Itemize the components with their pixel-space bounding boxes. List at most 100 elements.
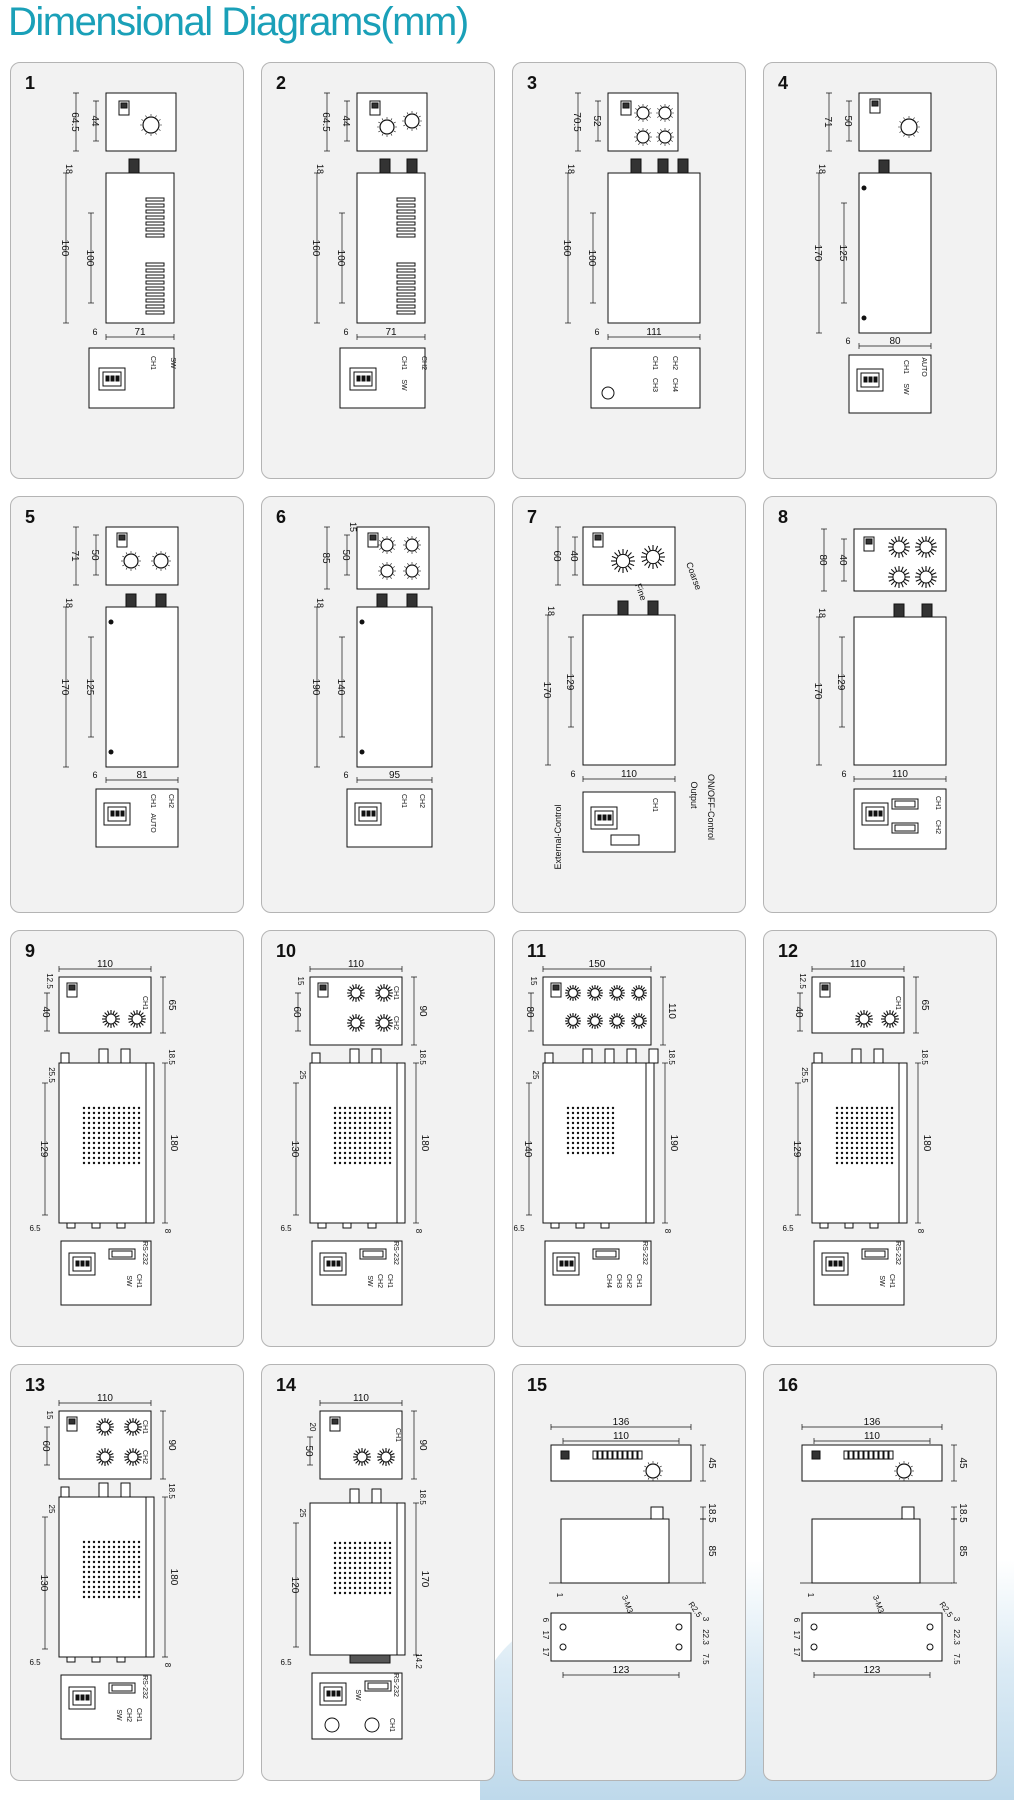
vent-hole: [132, 1590, 136, 1594]
vent-hole: [870, 1116, 874, 1120]
vent-hole: [92, 1565, 96, 1569]
dim-label: 120: [289, 1577, 300, 1594]
dim-line: [886, 1023, 889, 1028]
vent-hole: [850, 1161, 854, 1165]
mounting-hole-icon: [926, 1623, 934, 1631]
vent-hole: [840, 1116, 844, 1120]
vent-hole: [601, 1131, 605, 1135]
vent-hole: [102, 1126, 106, 1130]
vent-hole: [87, 1580, 91, 1584]
dim-line: [881, 1015, 886, 1018]
dim-line: [569, 1013, 572, 1018]
bnc-connector-icon: [617, 600, 629, 616]
dim-label: 12.5: [798, 973, 807, 989]
dim-line: [587, 1022, 592, 1025]
dim-line: [407, 576, 409, 579]
vent-hole: [127, 1550, 131, 1554]
vent-hole: [112, 1146, 116, 1150]
vent-hole: [333, 1591, 337, 1595]
vent-hole: [596, 1141, 600, 1145]
foot: [116, 1656, 126, 1663]
vent-hole: [865, 1121, 869, 1125]
vent-hole: [338, 1561, 342, 1565]
vent-hole: [363, 1591, 367, 1595]
dim-label: 95: [389, 770, 401, 781]
vent-hole: [137, 1560, 141, 1564]
vent-hole: [117, 1545, 121, 1549]
foot: [317, 1222, 327, 1229]
vent-hole: [373, 1571, 377, 1575]
dim-label: 6.5: [280, 1658, 292, 1667]
knob-icon: [105, 1013, 117, 1025]
dim-label: 50: [842, 115, 853, 127]
dim-label: 170: [419, 1571, 430, 1588]
vent-hole: [870, 1131, 874, 1135]
dim-label: 6.5: [782, 1224, 794, 1233]
vent-hole: [348, 1131, 352, 1135]
vent-hole: [338, 1571, 342, 1575]
vent-hole: [122, 1565, 126, 1569]
vent-hole: [132, 1141, 136, 1145]
vent-hole: [870, 1141, 874, 1145]
dim-line: [587, 994, 592, 997]
vent-hole: [82, 1575, 86, 1579]
vent-hole: [127, 1116, 131, 1120]
vent-hole: [82, 1550, 86, 1554]
vent-hole: [388, 1106, 392, 1110]
vent-hole: [880, 1136, 884, 1140]
vent-hole: [112, 1540, 116, 1544]
vent-hole: [363, 1566, 367, 1570]
dim-line: [418, 115, 421, 118]
dim-line: [647, 562, 651, 569]
dim-line: [380, 997, 383, 1002]
vent-hole: [97, 1570, 101, 1574]
power-switch-icon: [120, 102, 128, 109]
dim-line: [126, 1460, 130, 1464]
vent-hole: [137, 1146, 141, 1150]
vent-hole: [132, 1585, 136, 1589]
vent-hole: [132, 1136, 136, 1140]
dim-label: CH1: [135, 1274, 142, 1288]
vent-hole: [368, 1136, 372, 1140]
dim-line: [152, 555, 155, 558]
vent-hole: [107, 1595, 111, 1599]
vent-hole: [383, 1541, 387, 1545]
vent-hole: [117, 1136, 121, 1140]
dim-label: 8: [163, 1663, 172, 1668]
knob-icon: [634, 988, 644, 998]
dim-line: [108, 1450, 112, 1454]
dim-line: [644, 561, 649, 566]
dim-line: [618, 985, 621, 990]
dim-line: [915, 572, 921, 576]
knob-icon: [405, 538, 419, 552]
vent-hole: [576, 1141, 580, 1145]
vent-hole: [591, 1126, 595, 1130]
dim-line: [927, 536, 931, 542]
vent-hole: [581, 1151, 585, 1155]
dim-line: [598, 1022, 603, 1025]
dim-line: [96, 1423, 101, 1426]
vent-hole: [363, 1586, 367, 1590]
dim-line: [931, 542, 937, 546]
dim-label: External-Control: [553, 804, 563, 869]
bnc-connector-icon: [376, 593, 388, 608]
panel-number: 5: [25, 507, 36, 527]
vent-hole: [117, 1580, 121, 1584]
dim-line: [353, 1458, 358, 1461]
dim-line: [644, 1474, 647, 1477]
vent-hole: [343, 1581, 347, 1585]
dim-line: [900, 536, 904, 542]
vent-hole: [850, 1126, 854, 1130]
vent-hole: [383, 1146, 387, 1150]
vent-hole: [112, 1545, 116, 1549]
vent-hole: [102, 1161, 106, 1165]
dim-line: [647, 1462, 650, 1465]
vent-hole: [102, 1141, 106, 1145]
vent-hole: [383, 1131, 387, 1135]
vent-hole: [82, 1555, 86, 1559]
dim-line: [899, 131, 902, 133]
vent-hole: [363, 1141, 367, 1145]
vent-hole: [343, 1116, 347, 1120]
vent-hole: [333, 1126, 337, 1130]
dim-line: [921, 536, 925, 542]
